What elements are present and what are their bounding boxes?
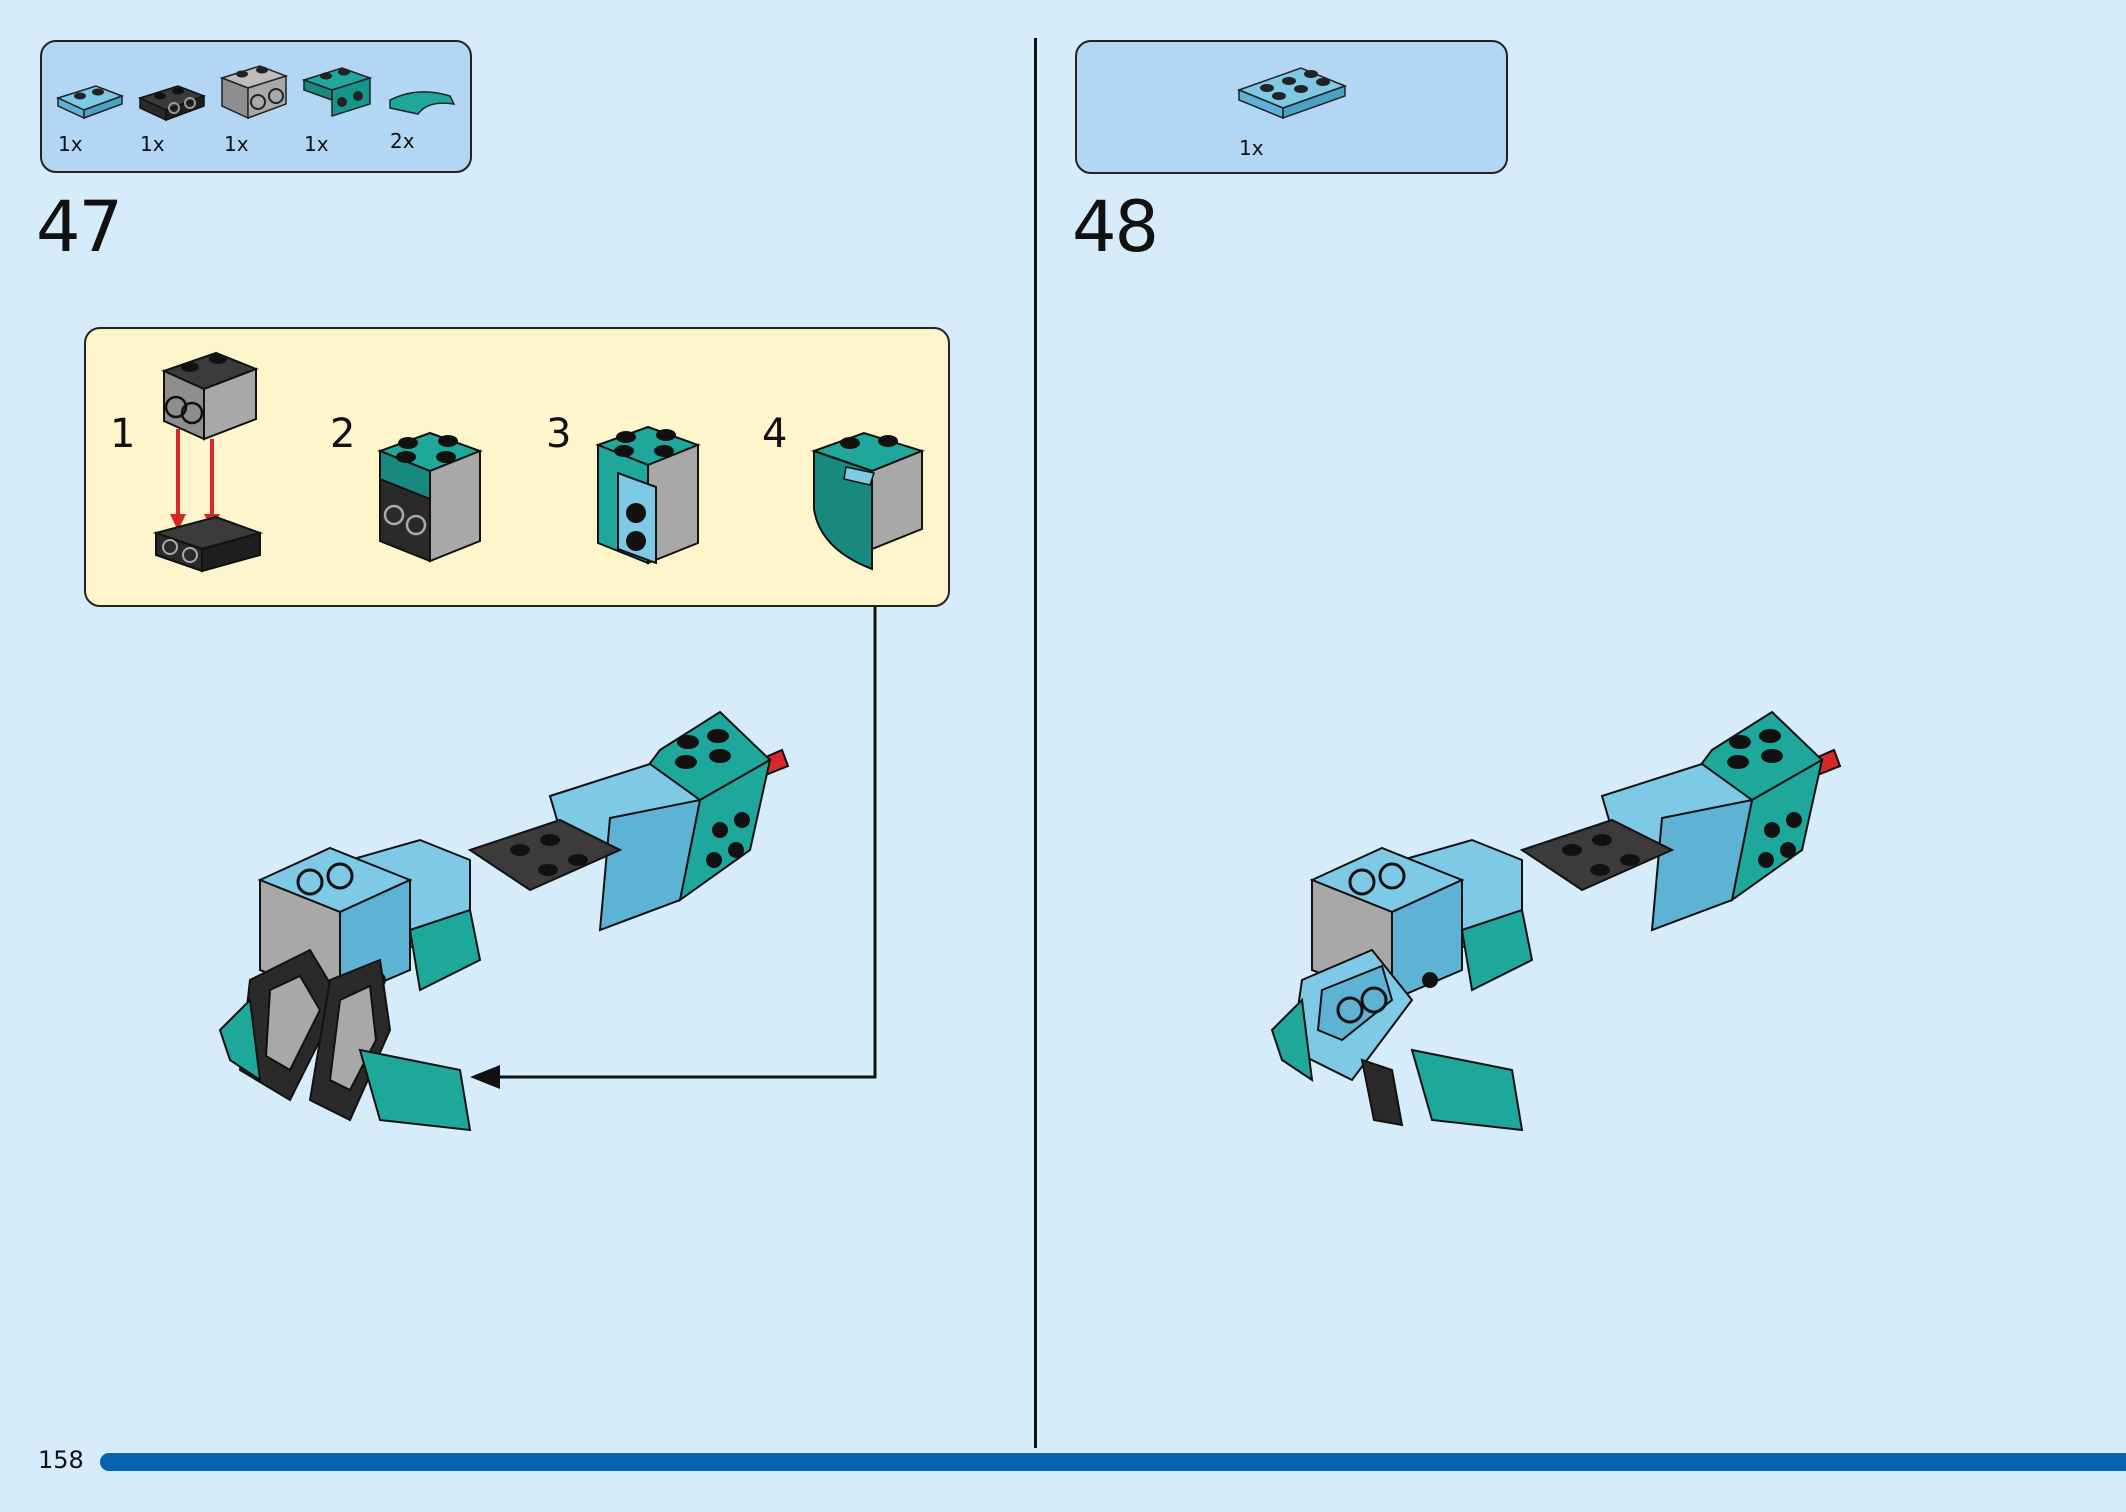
part-qty: 1x: [224, 132, 249, 156]
step-number: 48: [1072, 186, 1159, 268]
progress-bar: [100, 1453, 2126, 1471]
sub-assembly-callout: 1 2 3 4: [84, 327, 950, 607]
parts-callout-step-48: 1x: [1075, 40, 1508, 174]
model-illustration-step-48: [1270, 710, 1842, 1132]
teal-bracket-icon: [301, 67, 373, 118]
sub-step-4-illustration: [810, 431, 925, 571]
sub-step-number: 4: [762, 411, 788, 457]
part-qty: 1x: [58, 132, 83, 156]
page-divider: [1034, 38, 1037, 1448]
black-bracket-icon: [137, 85, 207, 122]
part-qty: 1x: [304, 132, 329, 156]
page-number: 158: [38, 1446, 84, 1474]
model-illustration-step-47: [218, 710, 790, 1132]
part-qty: 1x: [1239, 136, 1264, 160]
sub-step-number: 3: [546, 411, 572, 457]
step-number: 47: [36, 186, 123, 268]
azure-plate-1x2-icon: [55, 85, 125, 120]
parts-callout-step-47: 1x 1x 1x 1x 2x: [40, 40, 472, 173]
sub-step-3-illustration: [595, 425, 701, 565]
part-qty: 1x: [140, 132, 165, 156]
sub-step-2-illustration: [377, 431, 483, 563]
azure-plate-2x3-icon: [1236, 67, 1348, 120]
grey-technic-brick-icon: [219, 65, 289, 120]
teal-curved-slope-icon: [389, 91, 456, 115]
sub-step-number: 1: [110, 411, 136, 457]
sub-step-1-illustration: [152, 351, 264, 573]
sub-step-number: 2: [330, 411, 356, 457]
part-qty: 2x: [390, 129, 415, 153]
